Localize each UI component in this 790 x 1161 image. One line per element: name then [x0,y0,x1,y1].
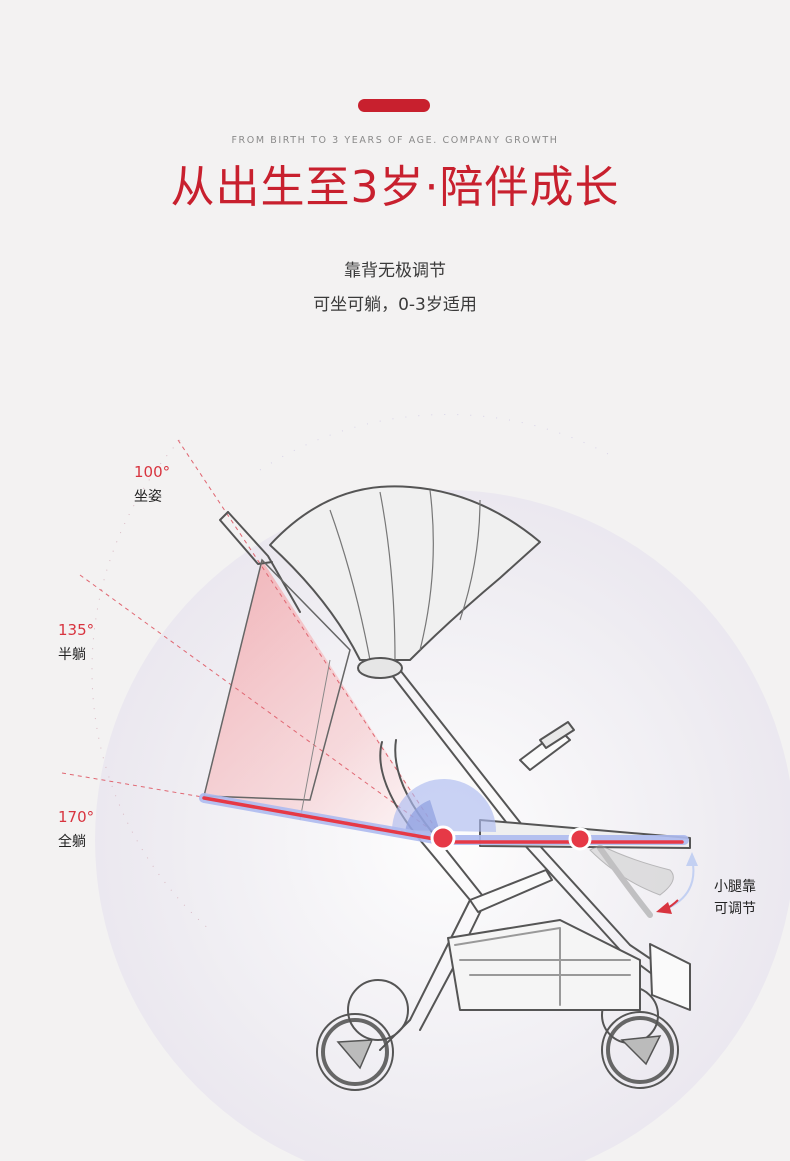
canopy [269,485,541,661]
guide-135 [79,574,443,839]
recline-pivot [430,825,456,851]
legrest-label: 小腿靠 可调节 [700,876,770,920]
feature-line-1: 靠背无极调节 [344,261,446,281]
legrest-pivot [568,827,592,851]
accent-bar [358,99,430,112]
feature-line-2: 可坐可躺，0-3岁适用 [313,295,477,315]
leg-rest-motion [589,844,674,918]
angle-100-degree: 100° [134,463,171,481]
angle-100-name: 坐姿 [134,489,162,505]
angle-135-degree: 135° [58,621,95,639]
subtitle-english: FROM BIRTH TO 3 YEARS OF AGE. COMPANY GR… [231,135,559,146]
angle-170-name: 全躺 [58,834,86,850]
legrest-label-line1: 小腿靠 [714,879,756,895]
angle-135-name: 半躺 [58,647,86,663]
legrest-label-line2: 可调节 [714,901,756,917]
angle-170-degree: 170° [58,808,95,826]
backrest-line [202,796,442,842]
front-left-wheel [316,1013,394,1091]
page-title: 从出生至3岁·陪伴成长 [170,162,620,213]
stroller-recline-illustration [61,413,790,1161]
rear-wheel [601,1011,679,1089]
